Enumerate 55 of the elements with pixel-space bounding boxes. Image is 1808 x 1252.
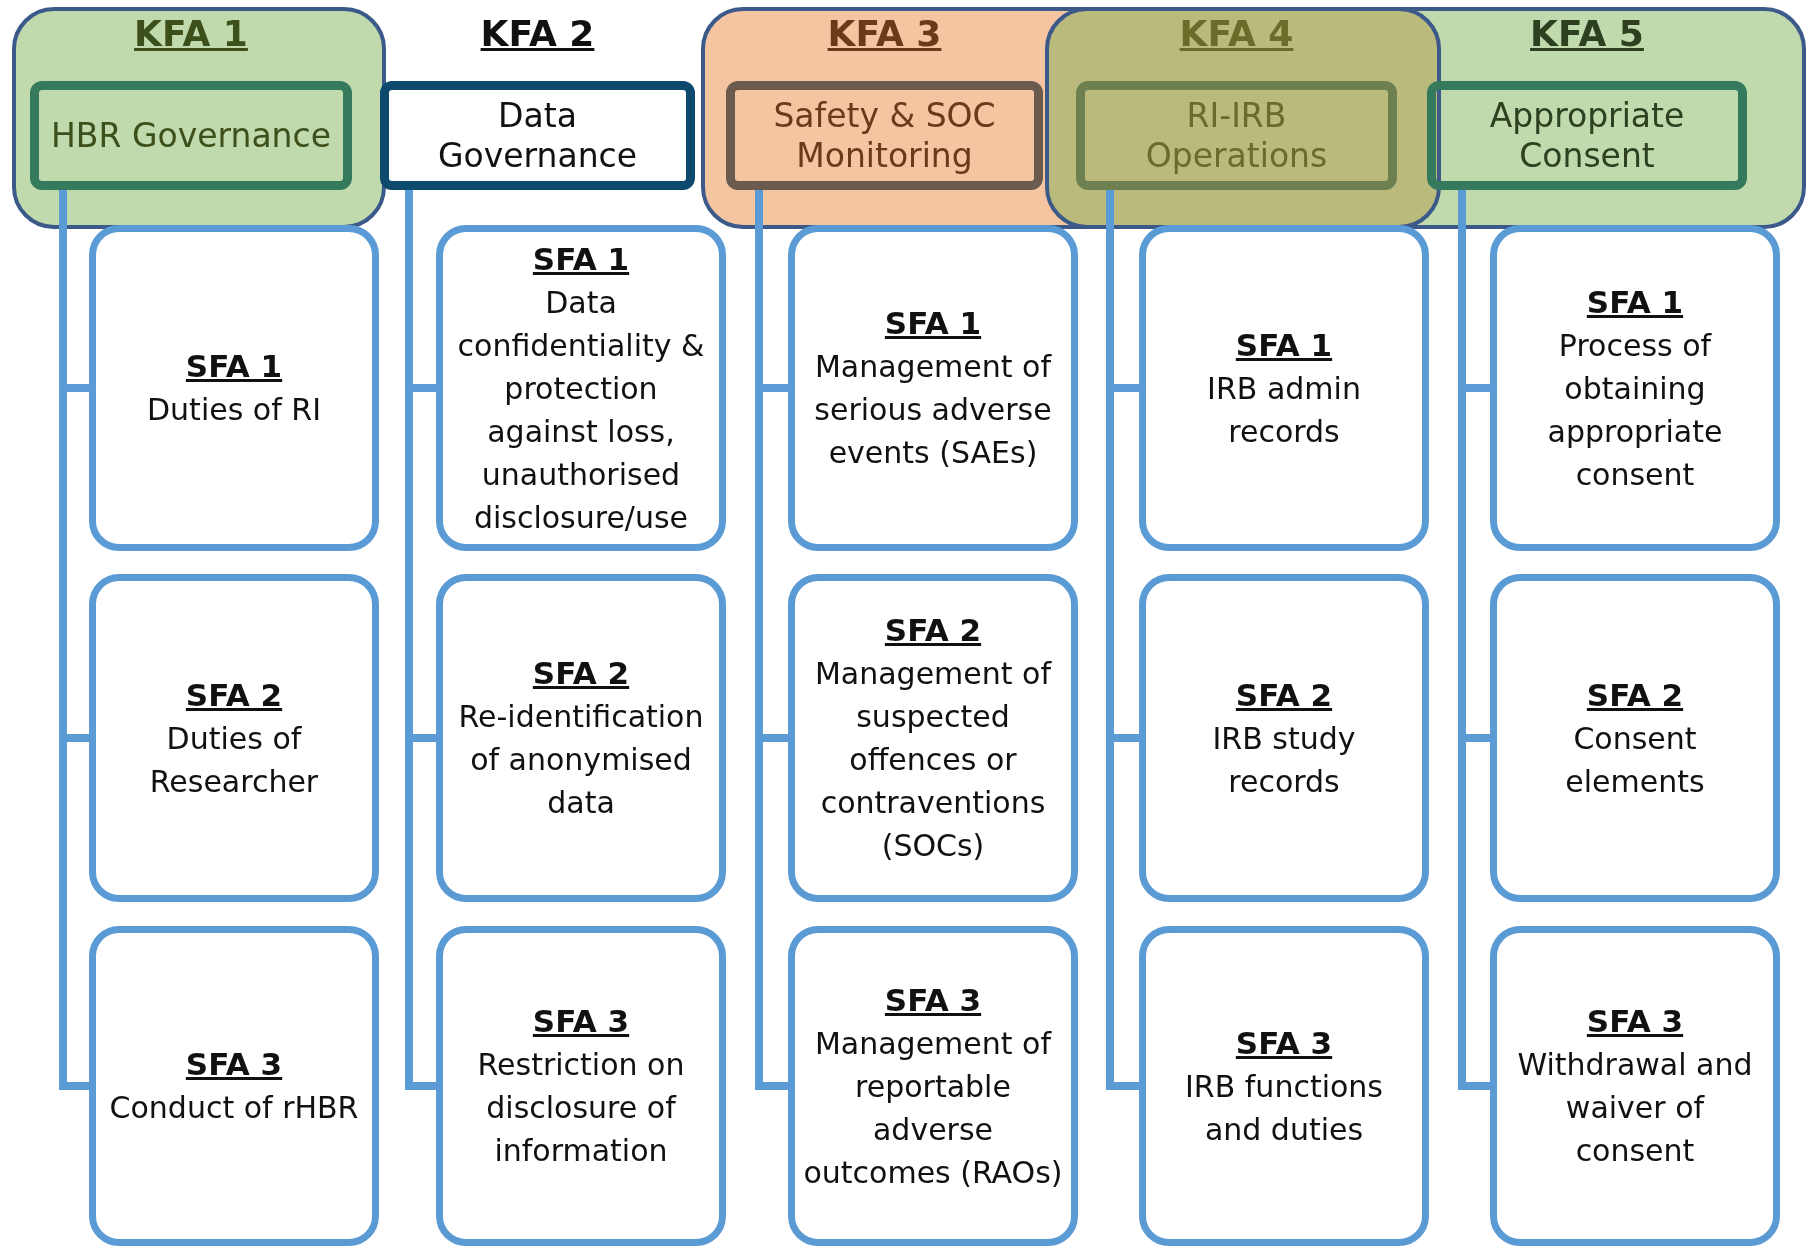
sfa-description: IRB admin records bbox=[1206, 369, 1362, 451]
sfa-description: Duties of Researcher bbox=[148, 719, 320, 801]
sfa-heading: SFA 2 bbox=[1586, 675, 1684, 715]
sfa-box bbox=[89, 926, 379, 1246]
kfa-heading: KFA 4 bbox=[1178, 12, 1295, 56]
sfa-description: Withdrawal and waiver of consent bbox=[1516, 1046, 1754, 1170]
sfa-box bbox=[788, 926, 1078, 1246]
sfa-box bbox=[89, 225, 379, 551]
sfa-box bbox=[1139, 574, 1429, 902]
header-box: Safety & SOC Monitoring bbox=[726, 81, 1043, 190]
header-box: HBR Governance bbox=[30, 81, 352, 190]
sfa-heading: SFA 1 bbox=[185, 347, 283, 386]
sfa-box bbox=[1490, 926, 1780, 1246]
sfa-heading: SFA 2 bbox=[532, 654, 630, 693]
sfa-description: Management of serious adverse events (SAEs) bbox=[813, 348, 1053, 472]
kfa-heading: KFA 3 bbox=[826, 12, 943, 56]
sfa-description: Restriction on disclosure of information bbox=[476, 1046, 686, 1170]
sfa-description: IRB functions and duties bbox=[1184, 1067, 1384, 1149]
sfa-box bbox=[788, 225, 1078, 551]
sfa-box bbox=[1139, 926, 1429, 1246]
sfa-heading: SFA 1 bbox=[1586, 282, 1684, 322]
sfa-heading: SFA 3 bbox=[1586, 1002, 1684, 1041]
sfa-heading: SFA 3 bbox=[532, 1002, 630, 1041]
kfa-heading: KFA 1 bbox=[133, 12, 249, 56]
sfa-box bbox=[788, 574, 1078, 902]
header-box: Data Governance bbox=[380, 81, 695, 190]
sfa-description: Process of obtaining appropriate consent bbox=[1546, 326, 1724, 494]
sfa-description: Duties of RI bbox=[147, 391, 321, 429]
sfa-heading: SFA 3 bbox=[1235, 1023, 1333, 1063]
sfa-heading: SFA 2 bbox=[185, 675, 283, 715]
kfa-heading: KFA 2 bbox=[479, 12, 596, 56]
sfa-heading: SFA 3 bbox=[185, 1045, 283, 1084]
sfa-box bbox=[89, 574, 379, 902]
header-box: Appropriate Consent bbox=[1427, 81, 1747, 190]
sfa-description: Conduct of rHBR bbox=[109, 1089, 359, 1127]
sfa-description: IRB study records bbox=[1211, 719, 1357, 801]
sfa-box bbox=[1139, 225, 1429, 551]
sfa-heading: SFA 2 bbox=[1235, 675, 1333, 715]
sfa-description: Data confidentiality & protection against loss, unauthorised disclosure/use bbox=[456, 283, 706, 537]
sfa-box bbox=[436, 225, 726, 551]
sfa-heading: SFA 1 bbox=[532, 239, 630, 279]
kfa-heading: KFA 5 bbox=[1529, 12, 1645, 56]
sfa-heading: SFA 1 bbox=[1235, 325, 1333, 365]
sfa-box bbox=[1490, 225, 1780, 551]
sfa-description: Management of suspected offences or contraventions (SOCs) bbox=[813, 655, 1053, 865]
sfa-description: Management of reportable adverse outcomes (RAOs) bbox=[803, 1024, 1063, 1192]
sfa-description: Consent elements bbox=[1564, 719, 1706, 801]
sfa-heading: SFA 1 bbox=[884, 304, 982, 343]
sfa-box bbox=[436, 926, 726, 1246]
sfa-heading: SFA 2 bbox=[884, 611, 982, 650]
header-box: RI-IRB Operations bbox=[1076, 81, 1397, 190]
sfa-description: Re-identification of anonymised data bbox=[457, 698, 705, 822]
sfa-heading: SFA 3 bbox=[884, 980, 982, 1020]
sfa-box bbox=[1490, 574, 1780, 902]
sfa-box bbox=[436, 574, 726, 902]
